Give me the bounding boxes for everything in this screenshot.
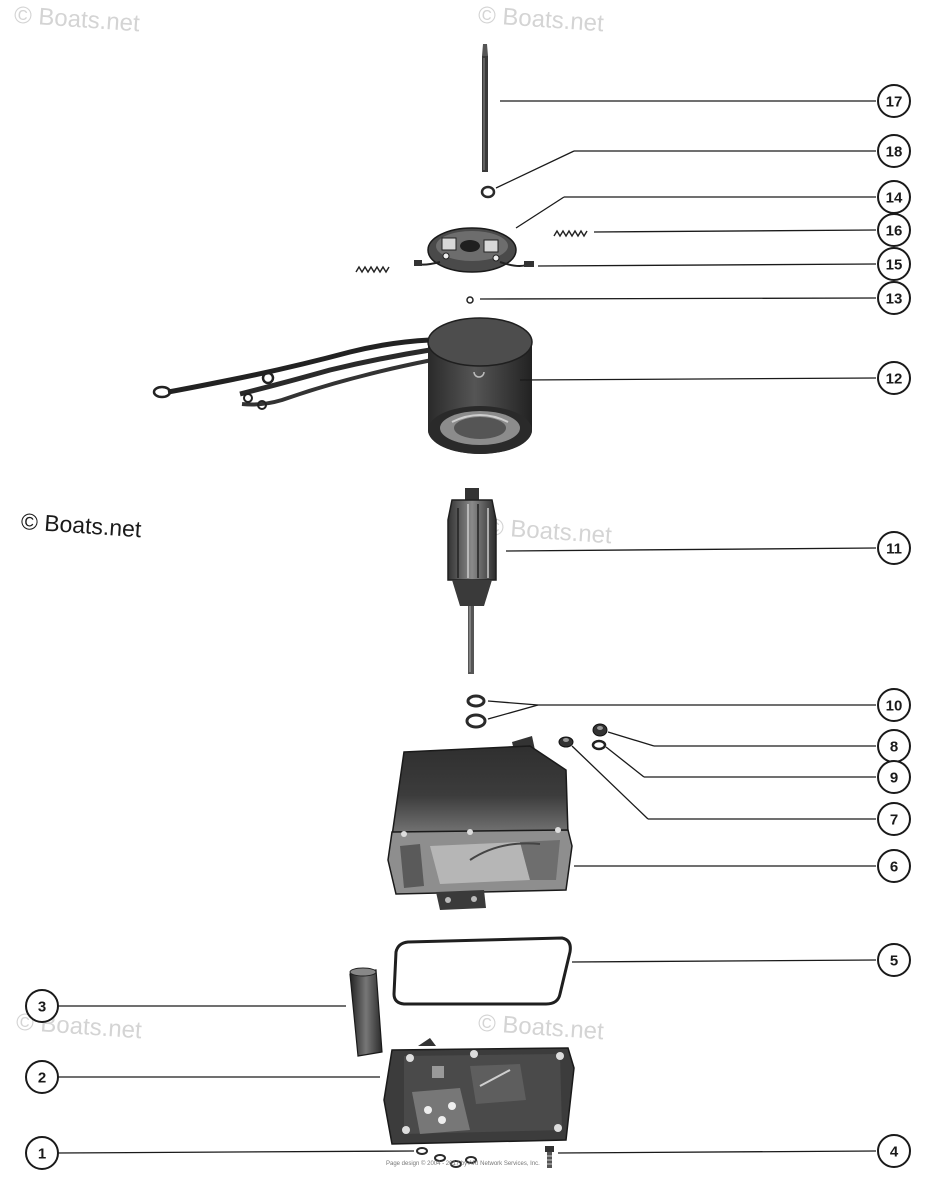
callout-6[interactable]: 6	[877, 849, 911, 883]
callout-3[interactable]: 3	[25, 989, 59, 1023]
callouts: 17 18 14 16 15 13 12 11 10 8 9 7 6 5 3 2…	[25, 84, 911, 1170]
callout-18[interactable]: 18	[877, 134, 911, 168]
part-18-washer[interactable]	[480, 185, 496, 199]
part-14-brush-plate[interactable]	[414, 227, 534, 273]
callout-4[interactable]: 4	[877, 1134, 911, 1168]
callout-3-number: 3	[38, 999, 46, 1016]
callout-7-number: 7	[890, 812, 898, 829]
callout-7[interactable]: 7	[877, 802, 911, 836]
part-16-spring[interactable]	[553, 229, 588, 238]
callout-2[interactable]: 2	[25, 1060, 59, 1094]
callout-14[interactable]: 14	[877, 180, 911, 214]
callout-6-number: 6	[890, 859, 898, 876]
callout-9-number: 9	[890, 770, 898, 787]
part-7-plug[interactable]	[558, 736, 574, 748]
callout-8[interactable]: 8	[877, 729, 911, 763]
part-3-sleeve[interactable]	[349, 967, 383, 1057]
callout-5[interactable]: 5	[877, 943, 911, 977]
part-9-washer[interactable]	[591, 739, 607, 751]
callout-18-number: 18	[886, 144, 903, 161]
callout-15-number: 15	[886, 257, 903, 274]
callout-11[interactable]: 11	[877, 531, 911, 565]
part-15-spring[interactable]	[355, 265, 390, 274]
callout-9[interactable]: 9	[877, 760, 911, 794]
callout-10-number: 10	[886, 698, 903, 715]
leader-lines	[57, 100, 877, 1154]
part-2-base-plate[interactable]	[383, 1038, 575, 1145]
part-5-gasket[interactable]	[392, 936, 572, 1006]
part-8-plug[interactable]	[592, 723, 608, 737]
callout-1-number: 1	[38, 1146, 46, 1163]
callout-11-number: 11	[886, 541, 902, 558]
callout-12[interactable]: 12	[877, 361, 911, 395]
part-11-armature[interactable]	[447, 488, 497, 674]
callout-14-number: 14	[886, 190, 903, 207]
callout-2-number: 2	[38, 1070, 46, 1087]
callout-12-number: 12	[886, 371, 903, 388]
copyright-notice: Page design © 2004 - 2017 by ARI Network…	[386, 1161, 540, 1167]
callout-16-number: 16	[886, 223, 903, 240]
callout-17[interactable]: 17	[877, 84, 911, 118]
callout-5-number: 5	[890, 953, 898, 970]
callout-8-number: 8	[890, 739, 898, 756]
callout-13[interactable]: 13	[877, 281, 911, 315]
callout-10[interactable]: 10	[877, 688, 911, 722]
callout-13-number: 13	[886, 291, 903, 308]
callout-4-number: 4	[890, 1144, 899, 1161]
part-17-rod[interactable]	[482, 44, 488, 172]
part-4-screw[interactable]	[545, 1146, 554, 1168]
callout-1[interactable]: 1	[25, 1136, 59, 1170]
part-13-ball[interactable]	[466, 296, 474, 304]
part-12-motor-frame[interactable]	[152, 317, 533, 454]
part-6-housing[interactable]	[387, 736, 573, 910]
part-1-orings[interactable]	[416, 1147, 477, 1168]
callout-17-number: 17	[886, 94, 903, 111]
callout-16[interactable]: 16	[877, 213, 911, 247]
callout-15[interactable]: 15	[877, 247, 911, 281]
part-10-washers[interactable]	[465, 694, 487, 729]
